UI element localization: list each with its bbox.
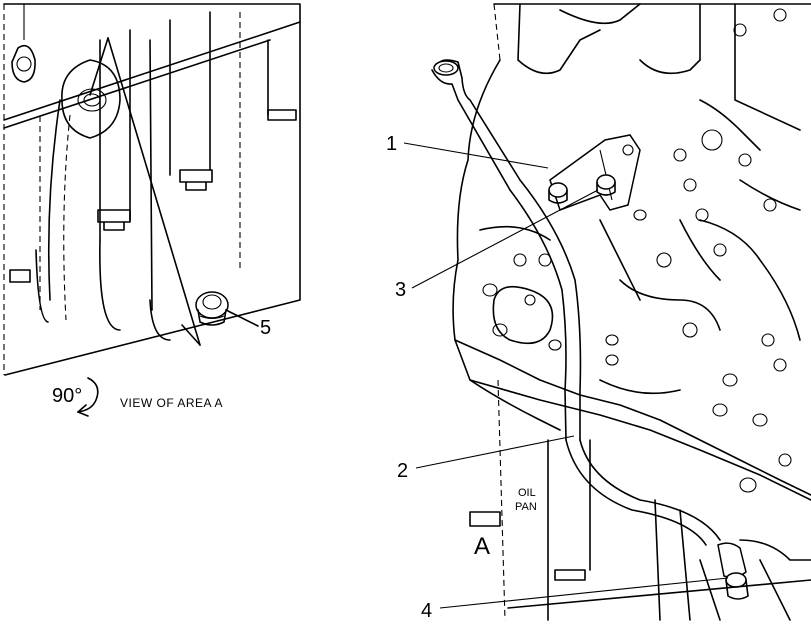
callout-5: 5 xyxy=(260,317,271,339)
detail-view-area-a xyxy=(3,3,301,417)
oil-pan-label-line2: PAN xyxy=(515,501,537,513)
callout-4: 4 xyxy=(421,600,432,622)
callout-1: 1 xyxy=(386,133,397,155)
view-caption: VIEW OF AREA A xyxy=(120,396,223,410)
engine-view xyxy=(403,3,811,621)
callout-3: 3 xyxy=(395,279,406,301)
callout-2: 2 xyxy=(397,460,408,482)
oil-pan-label-line1: OIL xyxy=(518,487,536,499)
area-a-marker: A xyxy=(474,533,490,560)
rotate-arrow-icon xyxy=(77,377,99,417)
rotation-label: 90° xyxy=(52,385,82,407)
